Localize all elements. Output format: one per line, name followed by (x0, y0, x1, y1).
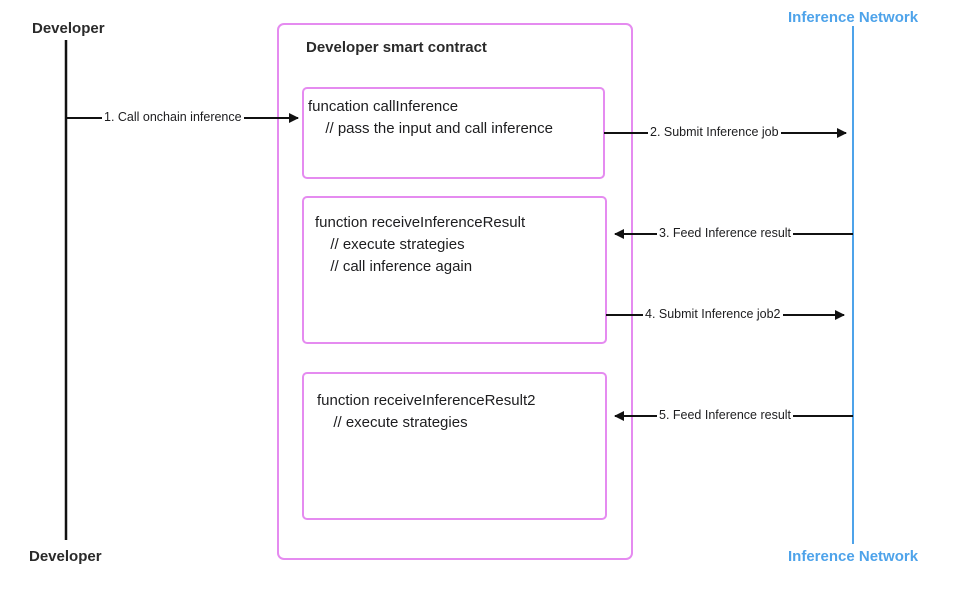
smart-contract-box (277, 23, 633, 560)
message-4-label: 4. Submit Inference job2 (643, 307, 783, 321)
function-1-comment: // pass the input and call inference (317, 120, 553, 137)
function-2-comment-2: // call inference again (322, 258, 473, 275)
function-2-signature: function receiveInferenceResult (315, 214, 526, 231)
inference-network-top-label: Inference Network (788, 9, 919, 26)
developer-bottom-label: Developer (29, 548, 102, 565)
function-3-signature: function receiveInferenceResult2 (317, 392, 536, 409)
function-1-signature: funcation callInference (308, 98, 459, 115)
inference-network-bottom-label: Inference Network (788, 548, 919, 565)
function-3-comment: // execute strategies (325, 414, 468, 431)
message-1-label: 1. Call onchain inference (102, 110, 244, 124)
message-3-label: 3. Feed Inference result (657, 226, 794, 240)
function-box-receiveinferenceresult (302, 196, 607, 344)
message-5-label: 5. Feed Inference result (657, 408, 794, 422)
message-2-label: 2. Submit Inference job (648, 125, 781, 139)
developer-top-label: Developer (32, 20, 105, 37)
function-2-comment-1: // execute strategies (322, 236, 465, 253)
function-box-receiveinferenceresult2 (302, 372, 607, 520)
contract-title: Developer smart contract (306, 39, 487, 56)
